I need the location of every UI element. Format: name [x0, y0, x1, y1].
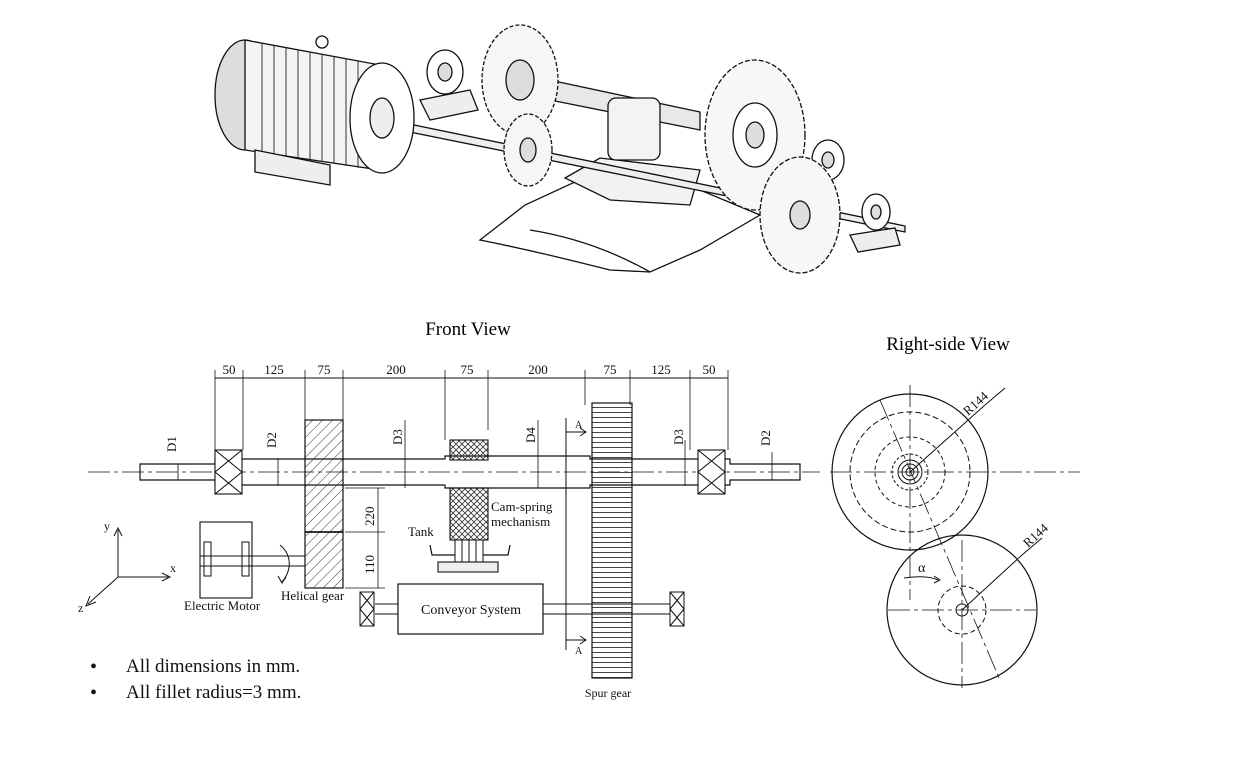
center-link-line [879, 399, 1001, 681]
helical-gear-driven [304, 419, 344, 533]
axis-label-y: y [104, 519, 110, 533]
note-dimensions: All dimensions in mm. [88, 654, 301, 680]
label-spur-gear: Spur gear [585, 686, 631, 700]
conveyor-box [397, 583, 544, 635]
rotation-arrow [279, 544, 290, 583]
label-mechanism: mechanism [491, 514, 550, 529]
section-mark-top: A [575, 420, 583, 431]
dim-200-right: 200 [528, 362, 548, 377]
axis-label-z: z [78, 601, 83, 615]
conveyor-bearings [359, 591, 685, 627]
right-side-view [830, 385, 1080, 688]
helical-gear-pinion [304, 531, 344, 589]
dim-200-left: 200 [386, 362, 406, 377]
front-view-title: Front View [425, 319, 511, 340]
axis-label-x: x [170, 561, 176, 575]
label-conveyor-system: Conveyor System [421, 603, 521, 618]
right-side-view-title: Right-side View [886, 334, 1010, 355]
spur-gear [591, 402, 633, 679]
dimension-extension-lines [214, 370, 729, 450]
label-tank: Tank [408, 524, 434, 539]
dim-50-right: 50 [703, 362, 716, 377]
dim-50-left: 50 [223, 362, 236, 377]
assembly-illustration [214, 24, 906, 274]
upper-gear-pitch [849, 411, 971, 533]
label-d3-right: D3 [671, 429, 686, 445]
dim-110: 110 [362, 555, 377, 574]
stepped-shaft [139, 455, 801, 489]
radius-line-bottom [961, 554, 1023, 611]
label-d2-left: D2 [264, 432, 279, 448]
electric-motor [199, 521, 253, 599]
dim-125-left: 125 [264, 362, 284, 377]
dim-220: 220 [362, 507, 377, 527]
dim-75-helical: 75 [318, 362, 331, 377]
label-alpha: α [918, 561, 926, 576]
dim-75-spur: 75 [604, 362, 617, 377]
bearing-right [697, 449, 726, 495]
cam [449, 439, 489, 461]
diameter-dimension-lines [177, 420, 773, 488]
label-electric-motor: Electric Motor [184, 598, 261, 613]
dim-75-cam: 75 [461, 362, 474, 377]
front-view [85, 370, 820, 679]
bearing-block-right [849, 227, 901, 253]
notes-list: All dimensions in mm. All fillet radius=… [88, 654, 301, 706]
label-helical-gear: Helical gear [281, 588, 345, 603]
upper-gear-outer [831, 393, 989, 551]
label-d4: D4 [523, 427, 538, 443]
center-distance-dimensions [345, 487, 385, 589]
label-d3-left: D3 [390, 429, 405, 445]
dim-125-right: 125 [651, 362, 671, 377]
label-d1: D1 [164, 436, 179, 452]
bearing-left [214, 449, 243, 495]
section-mark-bottom: A [575, 646, 583, 657]
label-cam-spring: Cam-spring [491, 499, 553, 514]
cam-follower [449, 487, 489, 541]
note-fillet: All fillet radius=3 mm. [88, 680, 301, 706]
bearing-block-left [419, 89, 479, 121]
label-r144-bottom: R144 [1020, 520, 1051, 550]
radius-line-top [909, 404, 986, 473]
cam-housing [607, 97, 661, 161]
label-d2-right: D2 [758, 430, 773, 446]
angle-arc [903, 576, 939, 581]
coordinate-axes [85, 526, 172, 607]
